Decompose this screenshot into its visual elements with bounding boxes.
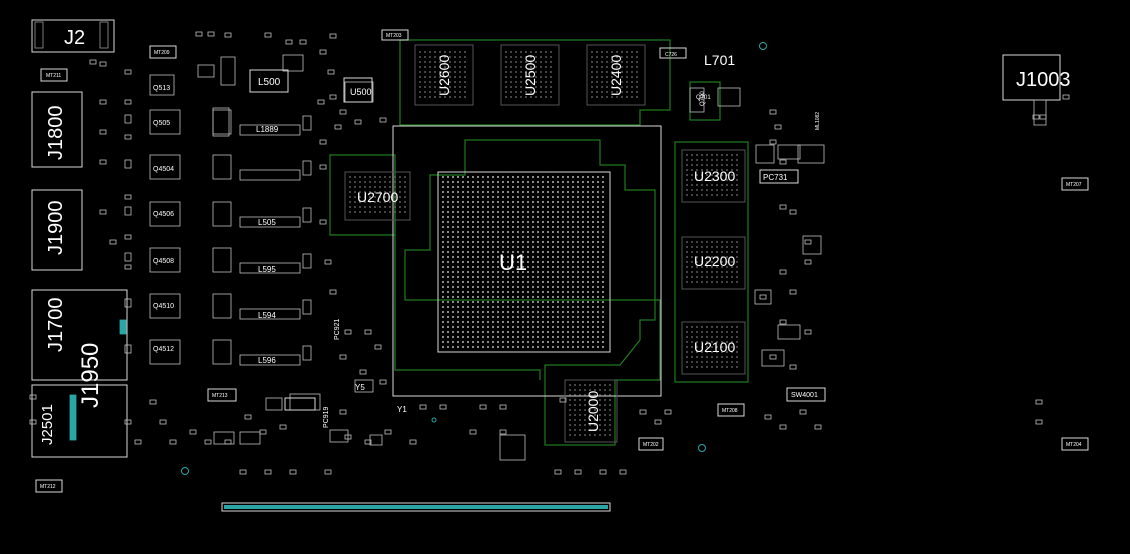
pcie-edge-connector (224, 505, 608, 509)
label-l594: L594 (258, 311, 276, 320)
label-j1700: J1700 (45, 298, 67, 353)
smd-component-pads (29, 21, 1070, 475)
label-l1889: L1889 (256, 125, 279, 134)
label-q4506: Q4506 (153, 211, 174, 218)
module-outlines (31, 19, 1061, 512)
label-q4510: Q4510 (153, 303, 174, 310)
label-q505: Q505 (153, 120, 170, 127)
label-u2300: U2300 (694, 168, 735, 184)
trace-outlines (329, 39, 749, 446)
label-mt213: MT213 (212, 393, 228, 399)
label-l505: L505 (258, 218, 276, 227)
label-u500: U500 (350, 87, 372, 97)
label-boxes (35, 29, 1089, 493)
label-j1950: J1950 (77, 343, 104, 408)
label-u1: U1 (499, 250, 527, 275)
silkscreen-labels: J2 J1800 J1900 J1700 J1950 J2501 J1003 U… (39, 27, 1082, 490)
label-j2: J2 (64, 27, 85, 49)
label-j1003: J1003 (1016, 69, 1071, 91)
label-mt211: MT211 (46, 73, 61, 79)
label-mt208: MT208 (722, 408, 738, 414)
label-u2500: U2500 (522, 55, 538, 96)
label-mt203: MT203 (386, 33, 402, 39)
label-q513: Q513 (153, 85, 170, 92)
label-u2200: U2200 (694, 253, 735, 269)
label-sw4001: SW4001 (791, 392, 818, 399)
label-u2000: U2000 (585, 391, 601, 432)
label-l595: L595 (258, 265, 276, 274)
label-u2400: U2400 (608, 55, 624, 96)
label-pc919: PC919 (323, 406, 330, 428)
label-q700: Q700 (700, 91, 706, 106)
label-mt209: MT209 (154, 50, 170, 56)
label-pc921: PC921 (334, 318, 341, 340)
memory-chips (344, 44, 746, 443)
label-q4504: Q4504 (153, 166, 174, 173)
mounting-holes (181, 42, 767, 475)
label-u2700: U2700 (357, 189, 398, 205)
label-u2600: U2600 (436, 55, 452, 96)
label-y5: Y5 (355, 383, 365, 392)
label-c726: C726 (665, 52, 677, 58)
label-mt202: MT202 (643, 442, 659, 448)
label-l701: L701 (704, 52, 735, 68)
label-q4508: Q4508 (153, 258, 174, 265)
label-ml1082: ML1082 (815, 112, 821, 130)
label-j1900: J1900 (45, 201, 67, 256)
label-j1800: J1800 (45, 106, 67, 161)
label-q4512: Q4512 (153, 346, 174, 353)
bga-ball-grid (349, 51, 738, 436)
label-pc731: PC731 (763, 173, 788, 182)
label-l596: L596 (258, 356, 276, 365)
label-y1: Y1 (397, 405, 407, 414)
label-j2501: J2501 (39, 404, 56, 445)
label-mt212: MT212 (40, 484, 56, 490)
label-l500: L500 (258, 77, 281, 88)
label-mt204: MT204 (1066, 442, 1082, 448)
label-mt207: MT207 (1066, 182, 1082, 188)
label-q701: Q701 (696, 95, 711, 101)
label-u2100: U2100 (694, 339, 735, 355)
